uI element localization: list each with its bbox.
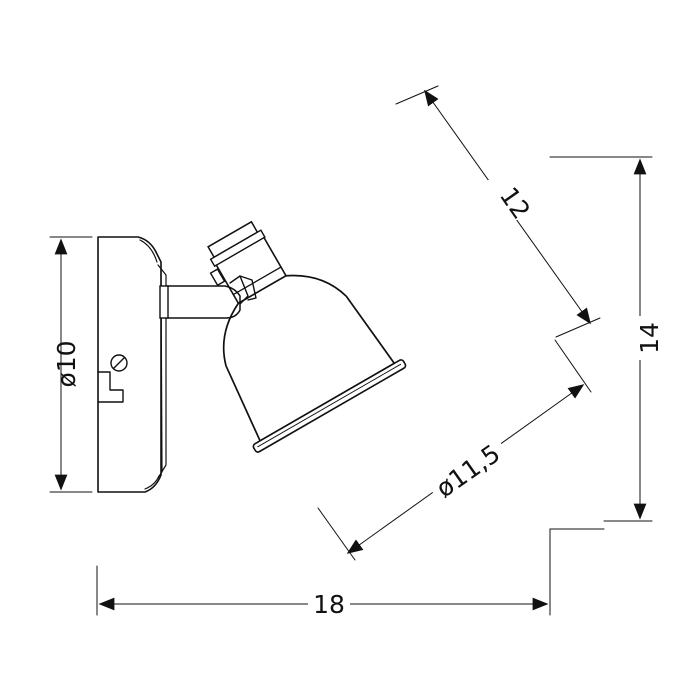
- lamp-arm: [159, 275, 257, 319]
- dimension-height: 14: [549, 156, 664, 522]
- dimension-arm-length: 12: [395, 85, 601, 338]
- base-diameter-label: ø10: [52, 340, 81, 387]
- dimension-base-diameter: ø10: [49, 236, 93, 493]
- screw-icon: [110, 354, 128, 372]
- height-label: 14: [635, 322, 664, 354]
- lamp-head: [207, 220, 407, 453]
- width-label: 18: [313, 590, 345, 619]
- dimension-shade-diameter: ø11,5: [317, 339, 592, 561]
- dimension-width: 18: [96, 528, 605, 619]
- wall-plate: [97, 236, 167, 493]
